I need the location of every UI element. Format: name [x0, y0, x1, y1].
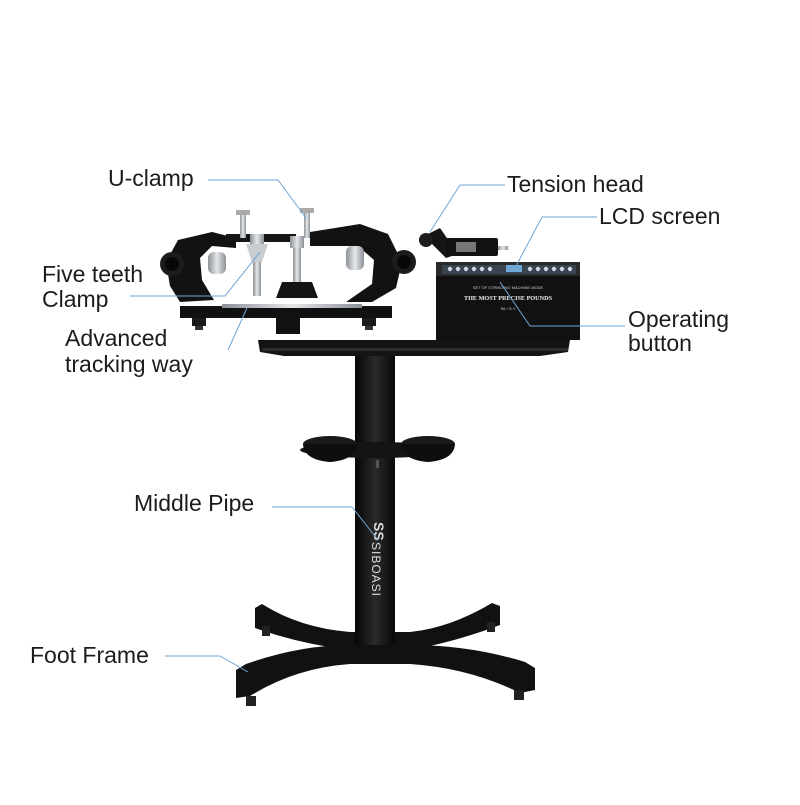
label-tracking-way: tracking way — [65, 351, 193, 377]
panel-model: S6 / G.Y — [500, 306, 515, 311]
label-foot-frame: Foot Frame — [30, 642, 149, 668]
clamp-base — [180, 304, 392, 334]
table-arm — [258, 340, 570, 356]
foot-frame — [236, 603, 535, 706]
operating-button — [447, 266, 453, 272]
label-five-teeth: Five teeth — [42, 261, 143, 287]
label-button: button — [628, 330, 692, 356]
label-tension-head: Tension head — [507, 171, 644, 197]
lcd-screen — [506, 265, 522, 272]
label-middle-pipe: Middle Pipe — [134, 490, 255, 516]
brand-name: SIBOASI — [369, 542, 383, 597]
panel-tagline: THE MOST PRECISE POUNDS — [464, 295, 553, 302]
control-box — [436, 262, 580, 340]
label-advanced: Advanced — [65, 325, 168, 351]
panel-small-text: SET OF STRINGING MACHINE MODE — [473, 285, 544, 290]
middle-pipe — [355, 345, 395, 645]
leader-lines — [130, 179, 625, 673]
label-lcd-screen: LCD screen — [599, 203, 721, 229]
label-u-clamp: U-clamp — [108, 165, 194, 191]
clamp-assembly — [160, 210, 296, 302]
tool-tray — [300, 436, 455, 462]
brand-logo-mark: SS — [371, 522, 387, 541]
tension-head — [419, 228, 508, 258]
clamp-assembly-right — [300, 208, 416, 302]
label-operating: Operating — [628, 306, 730, 332]
label-clamp: Clamp — [42, 286, 109, 312]
five-teeth-clamp — [246, 234, 318, 298]
